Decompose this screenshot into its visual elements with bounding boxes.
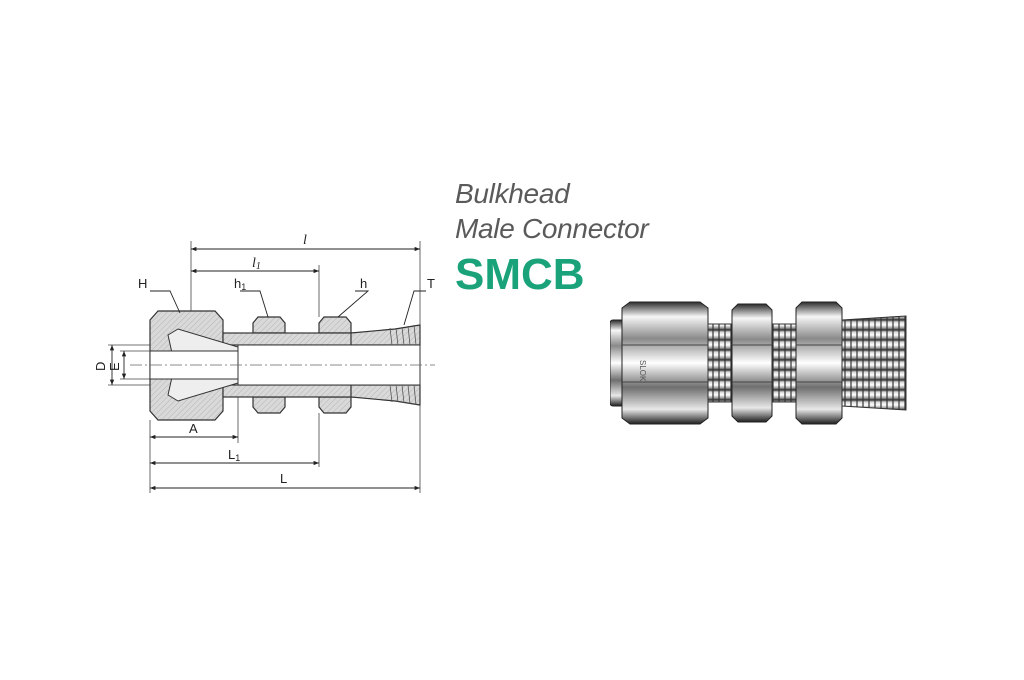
dim-label-E: E — [107, 362, 122, 371]
dim-label-L1: L1 — [228, 447, 240, 463]
dim-label-l: l — [303, 233, 307, 248]
dim-label-l1: l1 — [252, 256, 261, 272]
product-title-line1: Bulkhead — [455, 178, 570, 209]
product-code: SMCB — [455, 250, 585, 299]
dim-label-h1: h1 — [234, 276, 246, 292]
dim-label-L: L — [280, 471, 287, 486]
dim-label-T: T — [427, 276, 435, 291]
dim-label-D: D — [93, 362, 108, 371]
dim-label-A: A — [189, 421, 198, 436]
nut-marking: SLOK — [638, 360, 647, 382]
dim-label-h: h — [360, 276, 367, 291]
product-photo: SLOK — [610, 301, 907, 425]
product-title-line2: Male Connector — [455, 213, 649, 244]
dim-label-H: H — [138, 276, 147, 291]
technical-drawing: l l1 H h1 h T D E A L1 L — [93, 233, 435, 493]
